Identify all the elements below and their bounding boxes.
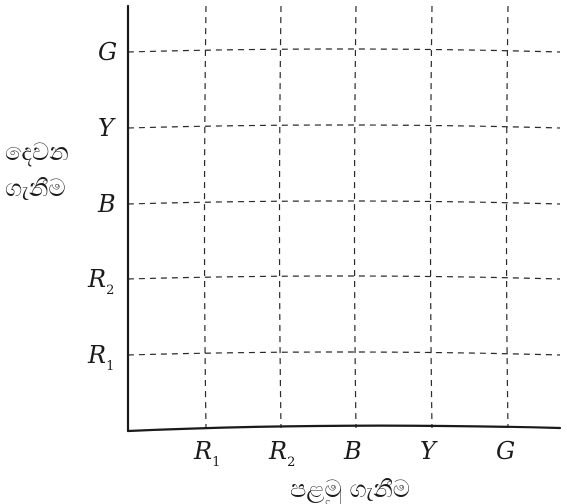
y-tick-base: G (98, 38, 117, 66)
y-tick-label: Y (98, 114, 116, 142)
x-tick-label: G (496, 437, 515, 465)
vertical-grid-line (505, 5, 509, 429)
y-tick-label: G (98, 38, 117, 66)
vertical-grid-line (353, 5, 357, 429)
x-tick-label: R2 (268, 437, 295, 470)
x-tick-base: Y (420, 437, 438, 465)
x-tick-label: Y (420, 437, 438, 465)
grid-lines (127, 5, 561, 429)
vertical-grid-line (278, 5, 282, 429)
x-tick-subscript: 1 (212, 455, 220, 470)
y-axis-title-line2: ගැනීම (5, 174, 66, 202)
y-tick-subscript: 1 (106, 359, 114, 374)
y-tick-label: R2 (87, 265, 114, 298)
vertical-grid-line (429, 5, 433, 429)
y-tick-label: B (97, 190, 116, 218)
y-tick-subscript: 2 (106, 283, 114, 298)
vertical-grid-line (203, 5, 207, 429)
y-tick-base: R (87, 341, 106, 369)
x-tick-base: B (343, 437, 362, 465)
x-tick-base: R (268, 437, 287, 465)
x-tick-label: B (343, 437, 362, 465)
y-tick-base: B (97, 190, 116, 218)
x-tick-base: G (496, 437, 515, 465)
x-tick-label: R1 (193, 437, 220, 470)
x-axis-line (126, 424, 562, 433)
x-tick-base: R (193, 437, 212, 465)
axes (126, 4, 562, 433)
horizontal-grid-line (127, 48, 561, 53)
horizontal-grid-line (127, 124, 561, 129)
horizontal-grid-line (127, 275, 561, 280)
y-tick-base: R (87, 265, 106, 293)
y-axis-title-line1: දෙවන (5, 138, 69, 167)
horizontal-grid-line (127, 200, 561, 205)
x-axis-title: පළමු ගැනීම (290, 475, 410, 504)
y-tick-base: Y (98, 114, 116, 142)
x-tick-subscript: 2 (287, 455, 295, 470)
horizontal-grid-line (127, 351, 561, 356)
y-tick-label: R1 (87, 341, 114, 374)
